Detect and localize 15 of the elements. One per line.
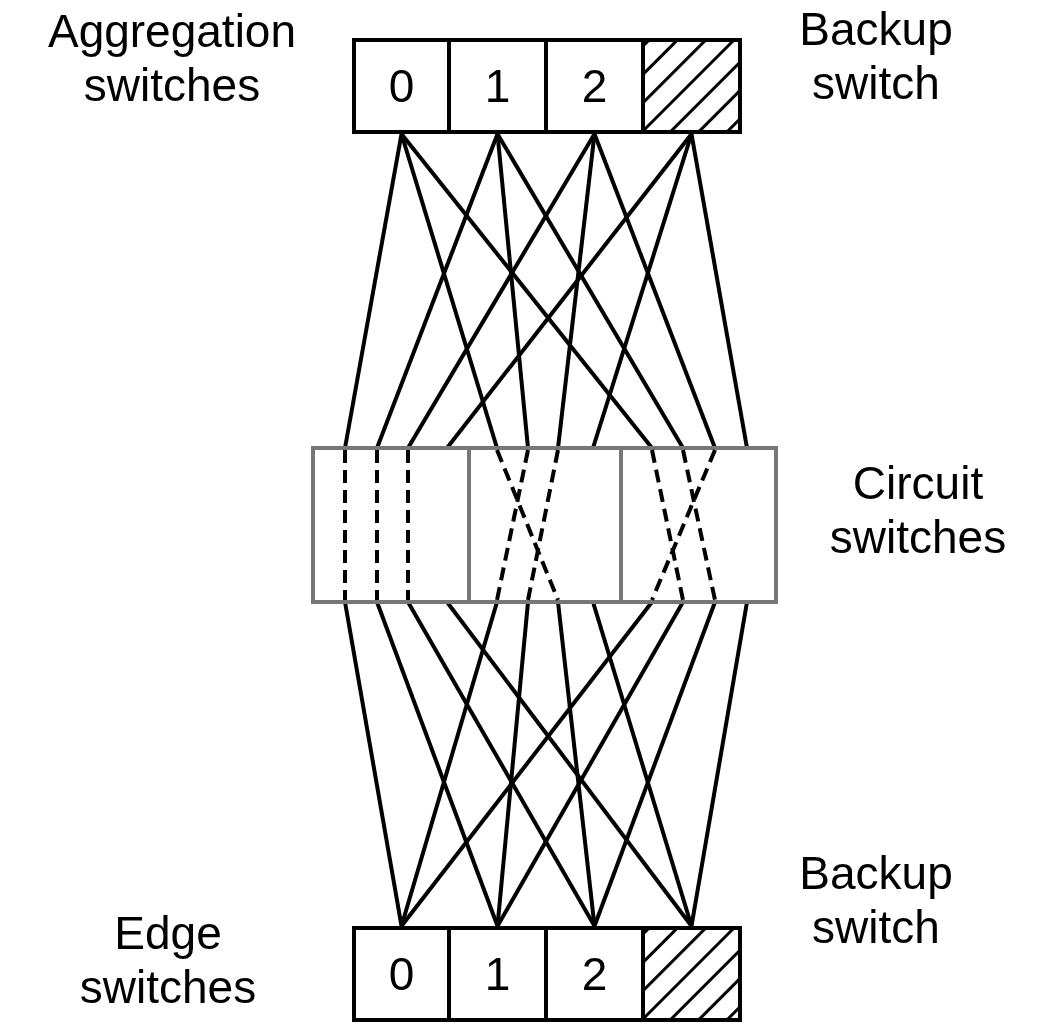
group-label: Edge switches xyxy=(78,906,258,1014)
link-line xyxy=(399,133,499,449)
link-line xyxy=(343,133,404,449)
group-label: Circuit switches xyxy=(828,456,1008,564)
group-label: Aggregation switches xyxy=(46,4,298,112)
switch-number: 0 xyxy=(388,63,415,109)
group-label: Backup switch xyxy=(798,2,954,110)
link-line xyxy=(689,133,749,449)
switch-number: 2 xyxy=(581,951,608,997)
link-line xyxy=(592,133,717,449)
switch-number: 1 xyxy=(484,951,511,997)
switch-number: 2 xyxy=(581,63,608,109)
group-label: Backup switch xyxy=(798,846,954,954)
switch-number: 1 xyxy=(484,63,511,109)
switch-number: 0 xyxy=(388,951,415,997)
